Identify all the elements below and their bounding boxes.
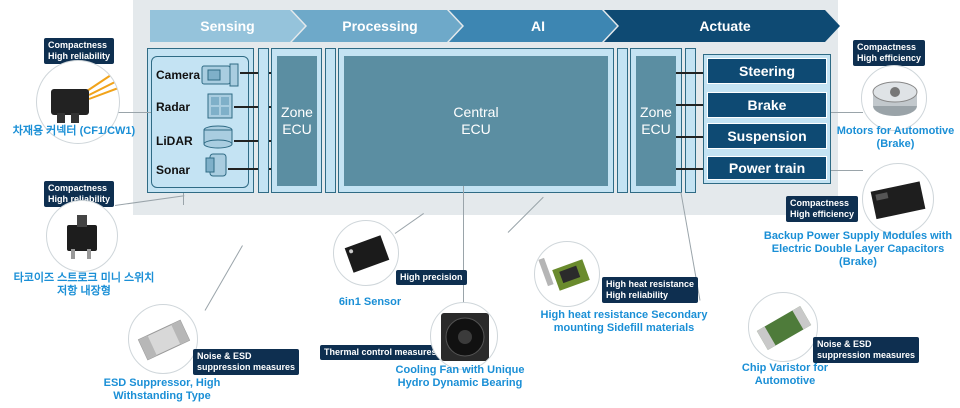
motor-icon bbox=[872, 81, 918, 116]
varistor-badge: Noise & ESD suppression measures bbox=[813, 337, 920, 363]
esd-photo bbox=[128, 304, 198, 374]
actuator-steering: Steering bbox=[707, 58, 827, 84]
backup-photo bbox=[862, 163, 934, 235]
backup-caption: Backup Power Supply Modules with Electri… bbox=[763, 230, 953, 268]
varistor-photo bbox=[748, 292, 818, 362]
bus-bar-4 bbox=[685, 48, 696, 193]
motor-photo bbox=[861, 65, 927, 131]
zone-ecu-right-label: Zone ECU bbox=[640, 104, 672, 137]
sidefill-badge: High heat resistance High reliability bbox=[602, 277, 699, 303]
motor-badge: Compactness High efficiency bbox=[853, 40, 926, 66]
connector-photo bbox=[36, 60, 120, 144]
link-powertrain bbox=[676, 168, 706, 170]
bus-bar-1 bbox=[258, 48, 269, 193]
camera-icon bbox=[201, 63, 239, 87]
bus-bar-3 bbox=[617, 48, 628, 193]
link-sonar bbox=[228, 168, 275, 170]
link-camera bbox=[240, 72, 275, 74]
connector-badge: Compactness High reliability bbox=[44, 38, 115, 64]
stage-sensing: Sensing bbox=[200, 18, 255, 34]
sidefill-photo bbox=[534, 241, 600, 307]
sensor-sonar-label: Sonar bbox=[156, 163, 191, 177]
motor-caption: Motors for Automotive (Brake) bbox=[836, 125, 955, 150]
chip-icon bbox=[344, 235, 390, 273]
fan-badge: Thermal control measures bbox=[320, 345, 441, 360]
sonar-icon bbox=[205, 153, 227, 177]
central-ecu bbox=[344, 56, 608, 186]
esd-badge: Noise & ESD suppression measures bbox=[193, 349, 300, 375]
zone-ecu-right bbox=[636, 56, 676, 186]
fan-photo bbox=[430, 302, 498, 370]
leader-fan bbox=[463, 186, 464, 304]
stage-actuate-arrow bbox=[604, 10, 840, 42]
sensor-lidar-label: LiDAR bbox=[156, 134, 193, 148]
leader-sensor6 bbox=[394, 213, 424, 234]
sensor6-caption: 6in1 Sensor bbox=[338, 296, 402, 308]
actuator-brake: Brake bbox=[707, 92, 827, 118]
varistor-caption: Chip Varistor for Automotive bbox=[741, 362, 829, 387]
sidefill-caption: High heat resistance Secondary mounting … bbox=[540, 309, 708, 334]
connector-caption: 차재용 커넥터 (CF1/CW1) bbox=[12, 125, 136, 137]
varistor-icon bbox=[756, 305, 812, 351]
sidefill-icon bbox=[538, 257, 590, 291]
actuator-power-train: Power train bbox=[707, 156, 827, 180]
leader-switch-v bbox=[183, 193, 184, 205]
fan-icon bbox=[441, 313, 489, 361]
actuator-suspension: Suspension bbox=[707, 123, 827, 149]
backup-badge: Compactness High efficiency bbox=[786, 196, 859, 222]
module-icon bbox=[870, 181, 926, 220]
switch-icon bbox=[67, 215, 97, 259]
leader-esd bbox=[204, 245, 243, 311]
link-lidar bbox=[234, 140, 275, 142]
leader-connector bbox=[116, 112, 151, 113]
fan-caption: Cooling Fan with Unique Hydro Dynamic Be… bbox=[395, 364, 525, 389]
sensor-radar-label: Radar bbox=[156, 100, 191, 114]
stage-processing-arrow bbox=[292, 10, 462, 42]
link-brake bbox=[676, 104, 706, 106]
esd-icon bbox=[137, 319, 191, 361]
zone-ecu-left bbox=[277, 56, 317, 186]
zone-ecu-left-label: Zone ECU bbox=[281, 104, 313, 137]
stage-ai: AI bbox=[531, 18, 545, 34]
sensor-icons bbox=[201, 63, 239, 177]
link-radar bbox=[234, 106, 275, 108]
bus-bar-2 bbox=[325, 48, 336, 193]
radar-icon bbox=[207, 93, 233, 119]
stage-processing: Processing bbox=[342, 18, 418, 34]
stage-chevrons bbox=[150, 10, 840, 42]
switch-caption: 타코이즈 스트로크 미니 스위치 저항 내장형 bbox=[13, 272, 155, 297]
sensor6-photo bbox=[333, 220, 399, 286]
esd-caption: ESD Suppressor, High Withstanding Type bbox=[103, 377, 221, 402]
link-suspension bbox=[676, 136, 706, 138]
lidar-icon bbox=[203, 125, 233, 149]
stage-ai-arrow bbox=[449, 10, 617, 42]
stage-sensing-arrow bbox=[150, 10, 305, 42]
link-steering bbox=[676, 72, 706, 74]
sensor6-badge: High precision bbox=[396, 270, 467, 285]
leader-motor bbox=[831, 112, 863, 113]
sensor-camera-label: Camera bbox=[156, 68, 201, 82]
leader-backup bbox=[831, 170, 863, 171]
stage-actuate: Actuate bbox=[699, 18, 751, 34]
switch-photo bbox=[46, 200, 118, 272]
central-ecu-label: Central ECU bbox=[453, 104, 499, 137]
